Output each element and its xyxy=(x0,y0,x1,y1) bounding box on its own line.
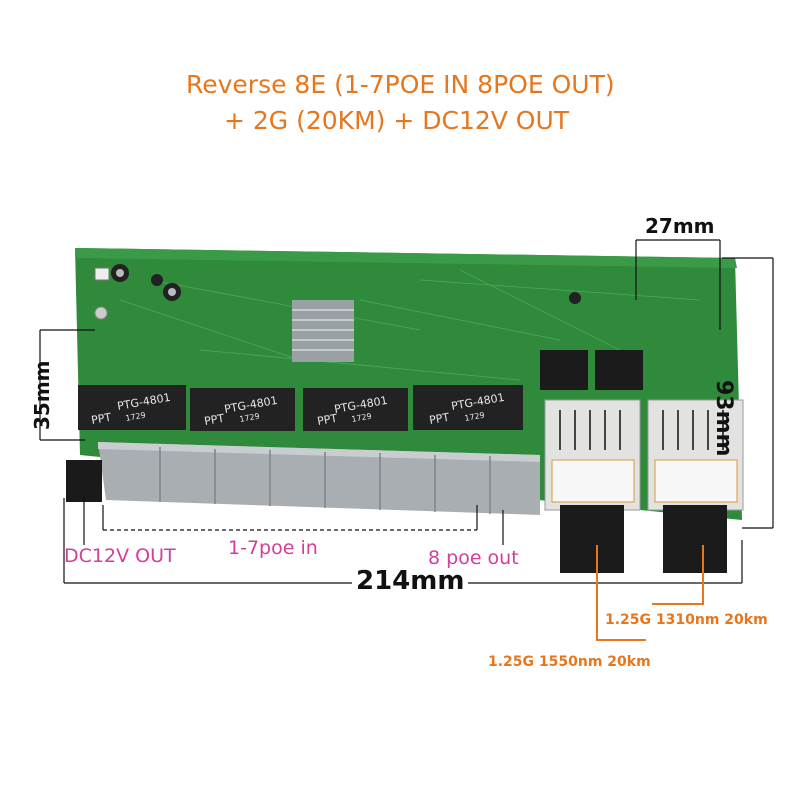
transformer-brand-4: PPT xyxy=(428,411,450,427)
dim-height-right: 93mm xyxy=(711,380,736,457)
title-line-2: + 2G (20KM) + DC12V OUT xyxy=(224,106,570,135)
fiber-module-1310 xyxy=(647,399,744,573)
main-chip-heatsink xyxy=(292,300,354,362)
transformer-code-1: 1729 xyxy=(125,411,147,423)
capacitors xyxy=(94,264,581,320)
transformer-brand-2: PPT xyxy=(203,412,225,428)
transformer-brand-3: PPT xyxy=(316,412,338,428)
fiber-leader-lines xyxy=(596,545,704,641)
chip-right xyxy=(595,350,643,390)
dim-height-left: 35mm xyxy=(30,360,54,430)
label-poe-in: 1-7poe in xyxy=(228,537,318,559)
label-dc-out: DC12V OUT xyxy=(64,545,176,567)
transformer-code-2: 1729 xyxy=(239,412,261,424)
transformer-code-4: 1729 xyxy=(464,411,486,423)
transformer-code-3: 1729 xyxy=(351,412,373,424)
chip-left xyxy=(540,350,588,390)
transformer-brand-1: PPT xyxy=(90,411,112,427)
dim-width-top: 27mm xyxy=(645,214,715,238)
transformers xyxy=(78,385,523,431)
title-line-1: Reverse 8E (1-7POE IN 8POE OUT) xyxy=(186,70,615,99)
label-module-1310: 1.25G 1310nm 20km xyxy=(605,612,768,628)
dim-length-bottom: 214mm xyxy=(352,566,469,596)
label-module-1550: 1.25G 1550nm 20km xyxy=(488,654,651,670)
rj45-port-block xyxy=(98,442,540,515)
label-poe-out: 8 poe out xyxy=(428,547,519,569)
fiber-module-1550 xyxy=(544,399,641,573)
